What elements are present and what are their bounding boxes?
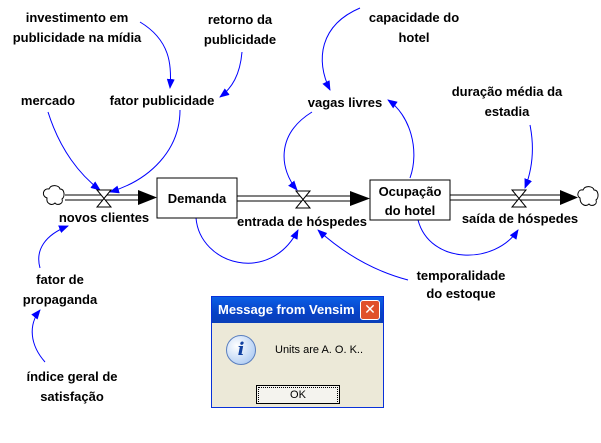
ok-button[interactable]: OK bbox=[256, 385, 340, 404]
var-fator-propaganda[interactable]: fator de bbox=[36, 272, 84, 287]
var-capacidade[interactable]: hotel bbox=[398, 30, 429, 45]
stock-demanda-label: Demanda bbox=[168, 191, 227, 206]
source-cloud-icon bbox=[42, 185, 65, 205]
var-retorno[interactable]: retorno da bbox=[208, 12, 273, 27]
flow-pipe-entrada bbox=[237, 191, 370, 206]
stock-ocupacao-label: Ocupação bbox=[379, 184, 442, 199]
var-fator-propaganda[interactable]: propaganda bbox=[23, 292, 98, 307]
dialog-message: Units are A. O. K.. bbox=[275, 344, 364, 356]
link-vagas-entrada bbox=[283, 111, 313, 191]
flow-pipe-novos bbox=[65, 190, 157, 205]
var-capacidade[interactable]: capacidade do bbox=[369, 10, 459, 25]
dialog-title: Message from Vensim bbox=[218, 302, 355, 317]
link-fator-novos bbox=[109, 109, 181, 194]
var-saida[interactable]: saída de hóspedes bbox=[462, 211, 578, 226]
var-temporalidade[interactable]: temporalidade bbox=[417, 268, 506, 283]
valve-entrada-icon[interactable] bbox=[294, 190, 312, 209]
close-icon[interactable]: ✕ bbox=[360, 300, 380, 320]
valve-saida-icon[interactable] bbox=[510, 189, 528, 208]
flow-pipe-saida bbox=[450, 190, 578, 205]
var-novos-clientes[interactable]: novos clientes bbox=[59, 210, 149, 225]
info-icon: i bbox=[226, 335, 256, 365]
valve-novos-clientes-icon[interactable] bbox=[95, 189, 113, 208]
link-retorno-fator bbox=[219, 51, 243, 98]
link-mercado-novos bbox=[47, 111, 101, 191]
var-investimento[interactable]: publicidade na mídia bbox=[13, 30, 142, 45]
var-temporalidade[interactable]: do estoque bbox=[426, 286, 495, 301]
var-investimento[interactable]: investimento em bbox=[26, 10, 129, 25]
link-capacidade-vagas bbox=[321, 7, 361, 91]
var-fator-publicidade[interactable]: fator publicidade bbox=[110, 93, 215, 108]
link-propaganda-novos bbox=[38, 225, 69, 269]
dialog-title-bar[interactable]: Message from Vensim ✕ bbox=[212, 297, 383, 323]
link-duracao-saida bbox=[524, 124, 533, 189]
link-indice-propaganda bbox=[31, 309, 46, 363]
ok-button-label: OK bbox=[258, 387, 338, 404]
var-entrada[interactable]: entrada de hóspedes bbox=[237, 214, 367, 229]
var-mercado[interactable]: mercado bbox=[21, 93, 75, 108]
link-ocupacao-saida bbox=[417, 219, 519, 256]
stock-ocupacao-label: do hotel bbox=[385, 203, 436, 218]
var-duracao[interactable]: duração média da bbox=[452, 84, 563, 99]
var-retorno[interactable]: publicidade bbox=[204, 32, 276, 47]
var-indice[interactable]: satisfação bbox=[40, 389, 104, 404]
link-temporalidade-entrada bbox=[317, 229, 409, 281]
message-dialog: Message from Vensim ✕ i Units are A. O. … bbox=[211, 296, 384, 408]
var-vagas-livres[interactable]: vagas livres bbox=[308, 95, 382, 110]
sink-cloud-icon bbox=[577, 186, 599, 206]
var-indice[interactable]: índice geral de bbox=[26, 369, 117, 384]
link-demanda-entrada bbox=[195, 217, 299, 264]
stock-ocupacao[interactable] bbox=[369, 179, 451, 221]
var-duracao[interactable]: estadia bbox=[485, 104, 531, 119]
link-ocupacao-vagas bbox=[387, 99, 415, 179]
stock-demanda[interactable] bbox=[156, 177, 238, 219]
link-investimento-fator bbox=[139, 21, 175, 89]
